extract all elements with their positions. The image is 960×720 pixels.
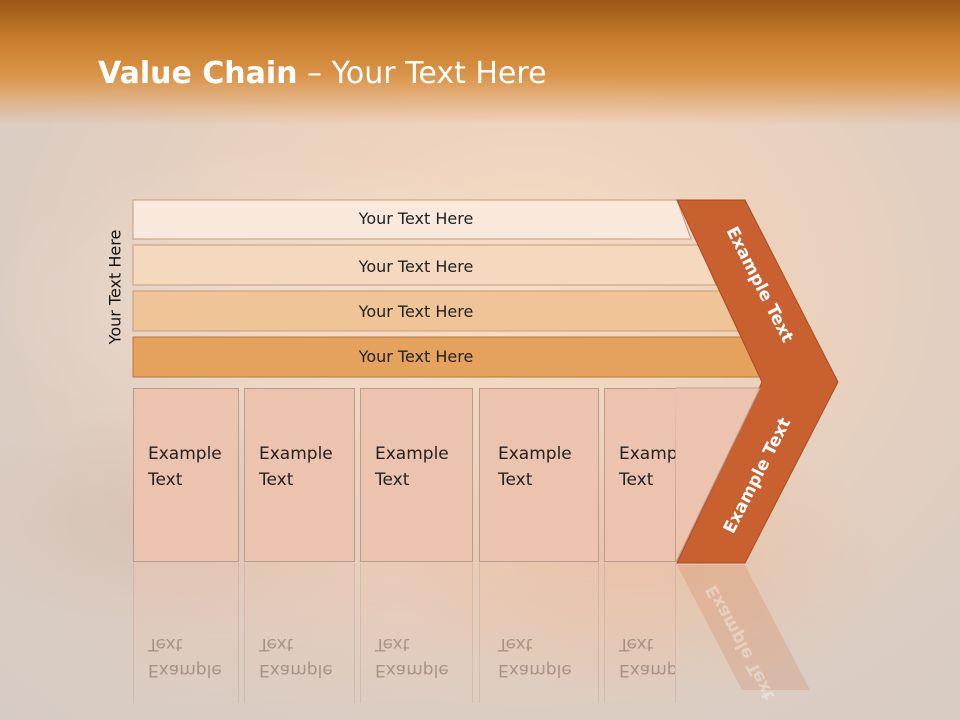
chevron-reflection [677,565,810,690]
page-title: Value Chain – Your Text Here [98,56,547,91]
band-1 [132,199,692,240]
band-1-label: Your Text Here [358,209,474,228]
header-bar [0,0,960,125]
band-2-label: Your Text Here [358,257,474,276]
band-2 [132,244,717,286]
title-bold: Value Chain [98,56,298,91]
title-rest: – Your Text Here [297,56,547,91]
band-3-label: Your Text Here [358,302,474,321]
band-4-label: Your Text Here [358,347,474,366]
